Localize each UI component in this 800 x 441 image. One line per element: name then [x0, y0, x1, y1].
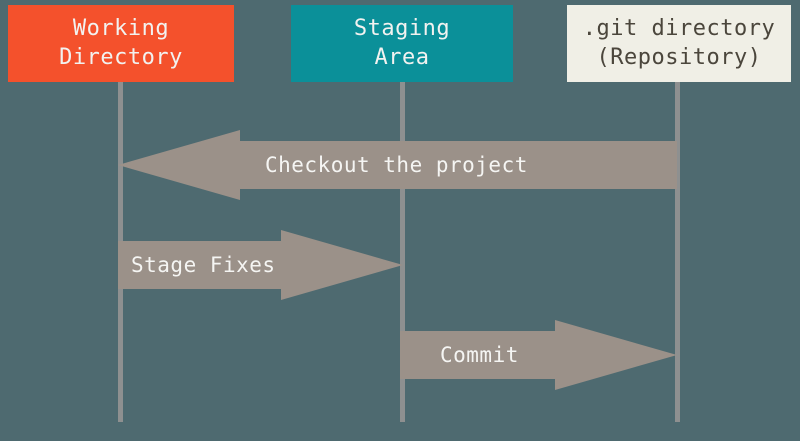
arrow-checkout-shape [118, 130, 677, 200]
arrow-stage-fixes-label: Stage Fixes [131, 253, 276, 277]
lifeline-staging-area [400, 80, 405, 422]
arrow-checkout [118, 129, 677, 201]
node-working-directory[interactable]: Working Directory [8, 5, 234, 82]
lifeline-git-directory [675, 80, 680, 422]
arrow-stage-fixes [118, 229, 403, 301]
arrow-commit-shape [400, 320, 677, 390]
node-git-directory[interactable]: .git directory (Repository) [567, 5, 791, 82]
arrow-stage-fixes-shape [118, 230, 403, 300]
arrow-checkout-label: Checkout the project [265, 153, 528, 177]
arrow-commit [400, 319, 677, 391]
node-staging-area[interactable]: Staging Area [291, 5, 513, 82]
arrow-commit-label: Commit [440, 343, 519, 367]
